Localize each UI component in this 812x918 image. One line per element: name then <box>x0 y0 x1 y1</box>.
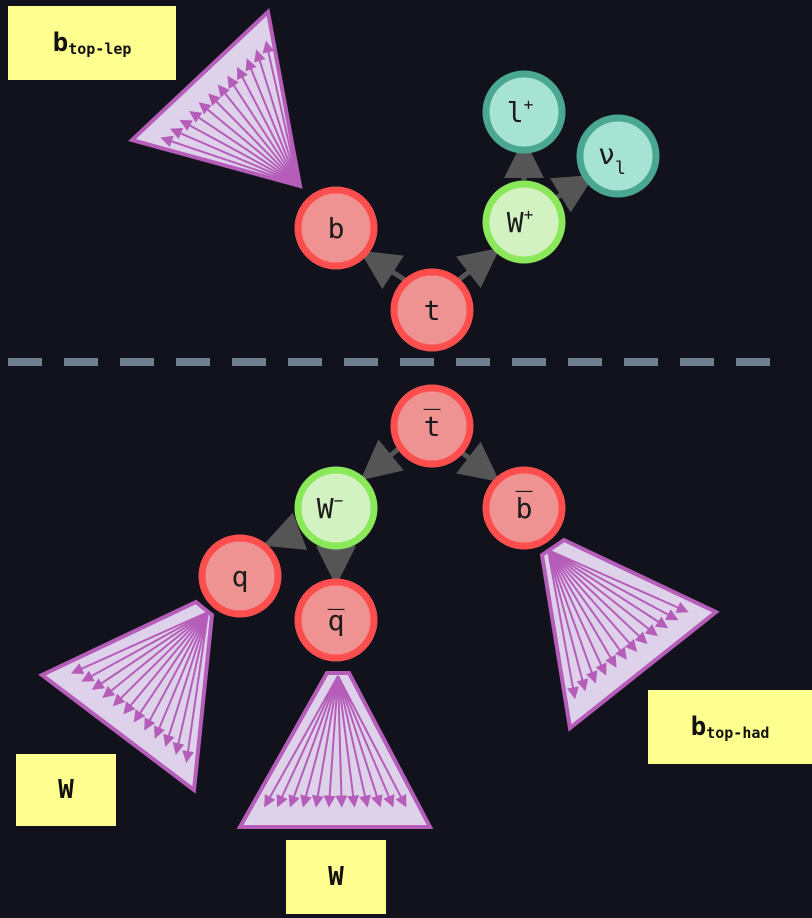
svg-text:t̅: t̅ <box>424 408 441 443</box>
jet-q-track <box>133 611 209 723</box>
arrow-t-to-b <box>359 250 410 290</box>
jet-bhad-track <box>547 549 638 653</box>
jet-qbar <box>236 671 434 829</box>
jet-blep-track <box>179 119 299 185</box>
jet-qbar-track <box>323 675 339 808</box>
jet-qbar-track <box>264 675 339 808</box>
jet-b-top-had <box>539 537 720 732</box>
node-t: t <box>390 268 474 352</box>
arrow-t-to-wplus <box>454 247 500 289</box>
jet-blep-track <box>217 84 299 185</box>
jet-q-track <box>91 611 209 690</box>
jet-bhad-track <box>547 549 617 668</box>
arrow-wminus-to-q <box>262 512 308 550</box>
jet-q-track <box>81 611 209 682</box>
node-neutrino: νl <box>576 114 660 198</box>
jet-bhad-track <box>547 549 627 660</box>
jet-qbar-track <box>335 675 348 808</box>
label-w-left: W <box>16 754 116 826</box>
label-b-top-lep-main: b <box>52 28 69 58</box>
jet-q <box>38 599 215 794</box>
jet-bhad-track <box>547 549 689 613</box>
jet-bhad-track <box>547 549 598 684</box>
label-b-top-had-sub: top-had <box>706 724 770 742</box>
jet-blep-track <box>254 49 299 185</box>
jet-q-track <box>70 611 209 675</box>
node-w-minus: W− <box>294 466 378 550</box>
node-qbar: q̅ <box>294 578 378 662</box>
jet-qbar-track <box>311 675 339 808</box>
jet-blep-track <box>245 58 299 185</box>
jet-blep-track <box>189 111 299 185</box>
node-q: q <box>198 534 282 618</box>
jet-bhad-track <box>547 549 589 692</box>
svg-text:b̅: b̅ <box>516 490 533 525</box>
svg-text:q: q <box>232 560 249 593</box>
jet-q-track <box>102 611 209 699</box>
jet-blep-track <box>227 75 299 185</box>
label-b-top-had-main: b <box>690 712 707 742</box>
jet-qbar-track <box>337 675 407 808</box>
svg-text:b: b <box>328 212 345 245</box>
jet-blep-track <box>160 135 299 185</box>
jet-q-track <box>163 611 209 747</box>
jet-bhad-track <box>547 549 607 676</box>
jet-q-track <box>172 611 209 755</box>
svg-text:l+: l+ <box>507 95 534 129</box>
jet-blep-track <box>198 102 299 185</box>
jet-q-track <box>182 611 209 763</box>
node-bbar: b̅ <box>482 466 566 550</box>
jet-qbar-track <box>337 675 360 808</box>
label-b-top-lep-sub: top-lep <box>68 40 132 58</box>
svg-text:νl: νl <box>598 138 626 179</box>
node-b: b <box>294 186 378 270</box>
svg-text:q̅: q̅ <box>328 604 345 637</box>
jet-blep-track <box>262 40 299 185</box>
svg-text:t: t <box>424 294 441 327</box>
jet-blep-track <box>169 128 299 185</box>
jet-qbar-track <box>288 675 339 808</box>
jet-qbar-track <box>276 675 339 808</box>
arrow-wplus-to-neutrino <box>549 174 595 213</box>
jet-qbar-track <box>337 675 371 808</box>
jet-b-top-lep <box>128 8 303 189</box>
jet-q-track <box>123 611 209 715</box>
jet-blep-track <box>237 66 299 185</box>
jet-q-track <box>112 611 209 707</box>
node-lepton: l+ <box>482 70 566 154</box>
jet-q-track <box>144 611 209 731</box>
svg-text:W−: W− <box>317 491 344 525</box>
jet-blep-track <box>208 93 299 185</box>
node-w-plus: W+ <box>482 180 566 264</box>
jet-qbar-track <box>337 675 395 808</box>
jet-bhad-track <box>547 549 669 629</box>
node-tbar: t̅ <box>390 384 474 468</box>
jet-q-track <box>153 611 209 739</box>
label-w-bottom: W <box>286 840 386 914</box>
jet-bhad-track <box>547 549 579 700</box>
jet-bhad-track <box>547 549 658 637</box>
svg-text:W+: W+ <box>507 205 534 239</box>
arrow-tbar-to-wminus <box>360 439 404 481</box>
jet-qbar-track <box>337 675 383 808</box>
jet-qbar-track <box>300 675 339 808</box>
jet-bhad-track <box>547 549 648 645</box>
jet-bhad-track <box>547 549 679 621</box>
